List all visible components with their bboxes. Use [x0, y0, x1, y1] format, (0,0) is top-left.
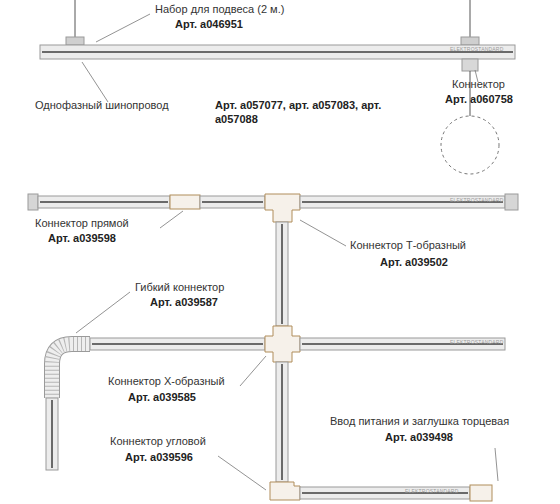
article-number: Арт. а039587 — [150, 295, 218, 309]
part-name: Гибкий коннектор — [135, 280, 224, 294]
part-name: Набор для подвеса (2 м.) — [155, 2, 284, 16]
part-name: Ввод питания и заглушка торцевая — [330, 414, 509, 428]
article-number: Арт. а046951 — [175, 17, 243, 31]
article-number: Арт. а039585 — [128, 390, 196, 404]
part-name: Коннектор — [452, 77, 505, 91]
part-name: Коннектор прямой — [35, 216, 129, 230]
article-number: Арт. а039502 — [380, 255, 448, 269]
article-number: Арт. а039498 — [385, 430, 453, 444]
article-number: Арт. а039598 — [48, 231, 116, 245]
part-name: Коннектор Х-образный — [108, 374, 225, 388]
part-name: Коннектор Т-образный — [350, 238, 466, 252]
article-number: Арт. а057077, арт. а057083, арт. а057088 — [215, 98, 395, 126]
article-number: Арт. а060758 — [445, 92, 513, 106]
watermark: ELEKTROSTANDARD — [405, 488, 458, 494]
part-name: Коннектор угловой — [110, 434, 206, 448]
article-number: Арт. а039596 — [125, 450, 193, 464]
part-name: Однофазный шинопровод — [35, 98, 169, 112]
watermark: ELEKTROSTANDARD — [450, 339, 503, 345]
watermark: ELEKTROSTANDARD — [450, 197, 503, 203]
watermark: ELEKTROSTANDARD — [450, 46, 503, 52]
